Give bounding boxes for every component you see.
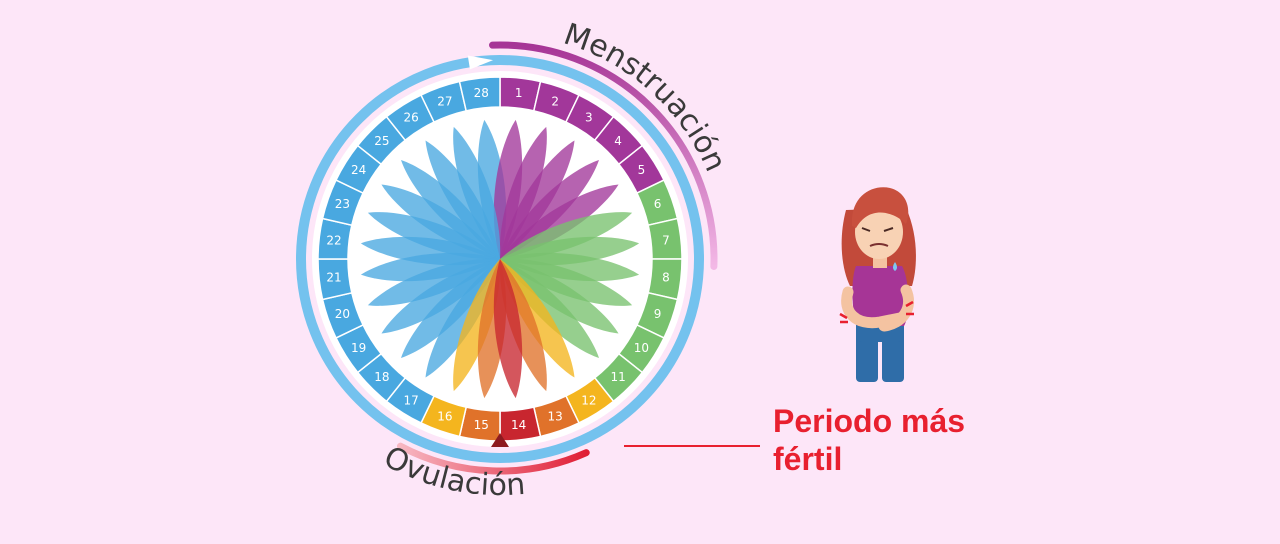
day-number: 22 — [326, 233, 341, 247]
day-number: 21 — [326, 271, 341, 285]
day-number: 4 — [614, 134, 622, 148]
petal — [493, 259, 523, 399]
day-ring: 1234567891011121314151617181920212223242… — [317, 76, 683, 442]
day-number: 11 — [610, 370, 625, 384]
fertile-period-label: Periodo más fértil — [773, 403, 966, 477]
outer-cycle-ring — [296, 55, 704, 463]
day-number: 23 — [335, 197, 350, 211]
cycle-arrow-icon — [467, 55, 494, 70]
day-number: 24 — [351, 163, 366, 177]
day-number: 10 — [634, 341, 649, 355]
day-number: 13 — [548, 410, 563, 424]
petal — [360, 252, 500, 282]
petal — [493, 119, 523, 259]
day-segment — [458, 76, 501, 112]
day-number: 18 — [374, 370, 389, 384]
day-number: 6 — [654, 197, 662, 211]
day-number: 14 — [511, 418, 526, 432]
day-number: 1 — [515, 86, 523, 100]
day-number: 8 — [662, 271, 670, 285]
menstruation-arc — [489, 41, 718, 270]
day-number: 27 — [437, 94, 452, 108]
day-number: 2 — [551, 94, 559, 108]
day-number: 3 — [585, 111, 593, 125]
day-number: 20 — [335, 307, 350, 321]
petal — [500, 252, 640, 282]
day-number: 17 — [404, 393, 419, 407]
petal-flower — [360, 119, 640, 399]
day-number: 26 — [404, 111, 419, 125]
woman-cramps-icon — [839, 187, 916, 382]
day-number: 5 — [638, 163, 646, 177]
day-number: 25 — [374, 134, 389, 148]
ovulation-marker-icon — [491, 433, 509, 447]
day-number: 28 — [474, 86, 489, 100]
day-number: 7 — [662, 233, 670, 247]
day-number: 12 — [581, 393, 596, 407]
ovulation-arc — [396, 442, 590, 475]
day-number: 16 — [437, 410, 452, 424]
day-number: 9 — [654, 307, 662, 321]
day-number: 19 — [351, 341, 366, 355]
day-number: 15 — [474, 418, 489, 432]
